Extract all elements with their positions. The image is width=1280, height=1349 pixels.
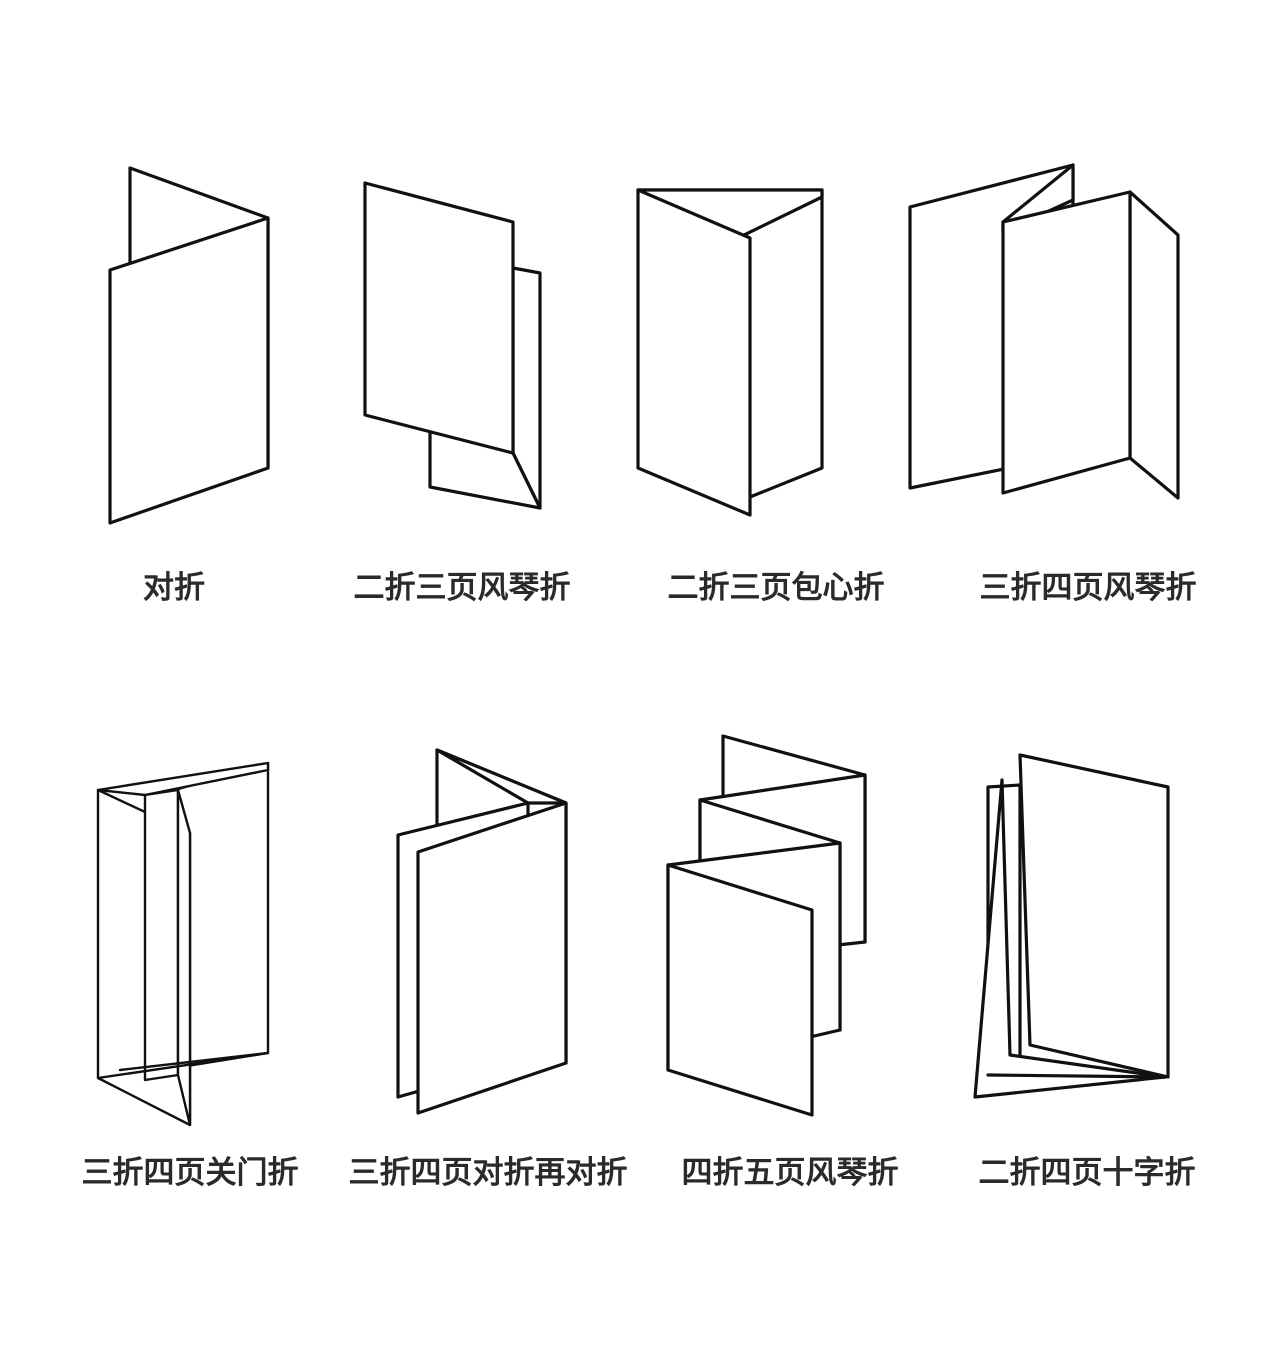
label-bifold: 对折 <box>143 570 205 606</box>
label-double-parallel: 三折四页对折再对折 <box>348 1155 628 1191</box>
accordion-5-front-panel <box>666 863 814 1117</box>
cross-fold-fan-line <box>986 1073 1167 1079</box>
cross-fold-left-panel <box>973 778 1167 1099</box>
label-letter-fold: 二折三页包心折 <box>667 570 885 606</box>
gate-fold-top-panel <box>96 761 270 797</box>
accordion-3-front-panel <box>363 181 515 455</box>
double-parallel-fold-edge <box>435 748 568 805</box>
label-gate-fold: 三折四页关门折 <box>81 1155 299 1191</box>
letter-fold-left-panel <box>636 188 752 517</box>
letter-fold-illustration <box>636 188 824 517</box>
label-accordion-4: 三折四页风琴折 <box>979 570 1197 606</box>
accordion-4-illustration <box>908 163 1180 500</box>
label-cross-fold: 二折四页十字折 <box>978 1155 1196 1191</box>
accordion-4-right-panel <box>1128 190 1180 500</box>
gate-fold-illustration <box>96 761 270 1127</box>
cross-fold-illustration <box>973 753 1170 1099</box>
double-parallel-front-panel <box>416 801 568 1115</box>
label-accordion-3: 二折三页风琴折 <box>353 570 571 606</box>
accordion-3-illustration <box>363 181 542 510</box>
cross-fold-front-panel <box>1018 753 1170 1079</box>
double-parallel-illustration <box>396 748 568 1115</box>
label-accordion-5: 四折五页风琴折 <box>681 1155 899 1191</box>
accordion-4-front-panel <box>1001 190 1132 495</box>
bifold-front-panel <box>108 216 270 525</box>
bifold-illustration <box>108 166 270 525</box>
gate-fold-inner-panel <box>143 788 180 1082</box>
accordion-5-illustration <box>666 734 867 1117</box>
gate-fold-flap <box>176 788 192 1127</box>
gate-fold-base-edge-2 <box>118 1051 270 1072</box>
